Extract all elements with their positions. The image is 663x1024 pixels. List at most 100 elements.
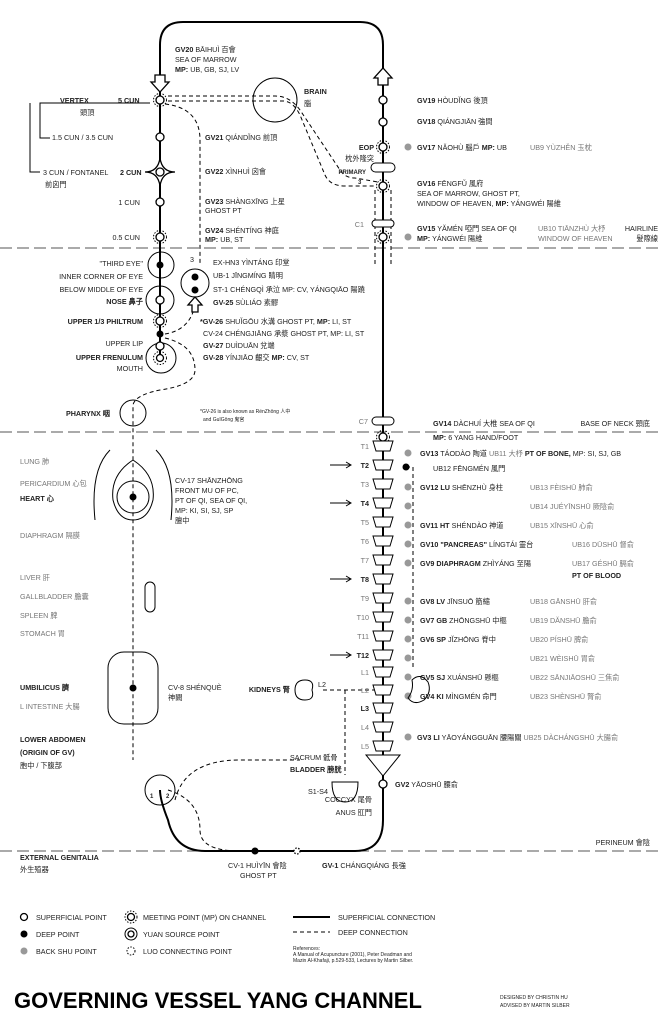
- gv13-backshu-point: [404, 449, 412, 457]
- gv19-point: [378, 95, 388, 105]
- vertebra-t12: [372, 649, 394, 661]
- vertebra-l4: [372, 721, 394, 733]
- brain-label: BRAIN: [304, 87, 327, 96]
- s1s4-label: S1-S4: [308, 787, 328, 796]
- l2-label: L2: [318, 680, 326, 689]
- backshu-point: [404, 597, 412, 605]
- gallbladder-label: GALLBLADDER 膽囊: [20, 592, 89, 601]
- deep-path-to-eye: [164, 103, 201, 265]
- vertebra-label: T5: [361, 518, 369, 527]
- path-1-label: 1: [150, 794, 154, 800]
- cun-05-label: 0.5 CUN: [112, 233, 140, 242]
- cv1-desc: GHOST PT: [240, 871, 277, 880]
- vertebra-t11: [372, 630, 394, 642]
- backshu-point: [404, 635, 412, 643]
- gv26-label: *GV-26 SHUǏGŌU 水溝 GHOST PT, MP: LI, ST: [200, 317, 352, 326]
- umbilicus-shape: [107, 651, 159, 725]
- vertebra-label: L1: [361, 668, 369, 677]
- vertebra-t1: [372, 440, 394, 452]
- pharynx-circle: [119, 399, 147, 427]
- heart-label: HEART 心: [20, 494, 55, 503]
- ub10-desc: WINDOW OF HEAVEN: [538, 234, 613, 243]
- legend-deep: DEEP POINT: [36, 930, 80, 939]
- vertebra-l3: [372, 702, 394, 714]
- backshu-point: [404, 502, 412, 510]
- backshu-point: [404, 654, 412, 662]
- third-eye-label: "THIRD EYE": [100, 259, 144, 268]
- gv25-point: [155, 295, 165, 305]
- gv14-label: GV14 DÀCHUÍ 大椎 SEA OF QI: [433, 419, 535, 428]
- gv14-point: [378, 432, 388, 442]
- gv28-point: [155, 353, 165, 363]
- kidney-left: [294, 679, 314, 701]
- gv13-label: GV13 TÁODÀO 陶道 UB11 大杼 PT OF BONE, MP: S…: [420, 449, 621, 458]
- vertebra-label: T4: [361, 499, 369, 508]
- base-neck-label: BASE OF NECK 頸底: [581, 419, 651, 428]
- hairline-label: HAIRLINE: [625, 224, 658, 233]
- gv20-mp: MP: UB, GB, SJ, LV: [175, 65, 239, 74]
- legend-superficial-icon: [19, 912, 29, 922]
- pericardium-label: PERICARDIUM 心包: [20, 479, 87, 488]
- gv20-desc: SEA OF MARROW: [175, 55, 237, 64]
- ub12-label: UB12 FĒNGMÉN 風門: [433, 464, 505, 473]
- legend-meeting-icon: [126, 912, 136, 922]
- path-3-label: 3: [358, 180, 362, 186]
- vertebra-t8: [372, 573, 394, 585]
- upper-lip-label: UPPER LIP: [105, 339, 143, 348]
- exhn3-label: EX-HN3 YÌNTÁNG 印堂: [213, 258, 290, 267]
- gv17-label: GV17 NĂOHÙ 腦戶 MP: UB: [417, 143, 507, 152]
- lower-abdomen-circle: [144, 774, 176, 806]
- gv16-point: [378, 181, 388, 191]
- footnote-line-1: *GV-26 is also known as RénZhōng 人中: [200, 408, 290, 415]
- arrow-right-icon: [330, 461, 352, 469]
- cv17-point: [129, 493, 137, 501]
- gv24-point: [155, 232, 165, 242]
- frenulum-label: UPPER FRENULUM: [76, 353, 143, 362]
- origin-gv-label: (ORIGIN OF GV): [20, 748, 75, 757]
- legend-yuan: YUAN SOURCE POINT: [143, 930, 220, 939]
- coccyx-label: COCCYX 尾骨: [325, 795, 372, 804]
- primary-label: PRIMARY: [339, 170, 366, 176]
- vertebra-l5: [372, 740, 394, 752]
- backshu-point: [404, 521, 412, 529]
- path-2-label: 2: [166, 794, 170, 800]
- heart-circle: [116, 480, 150, 514]
- lung-label: LUNG 肺: [20, 457, 49, 466]
- legend-meeting: MEETING POINT (MP) ON CHANNEL: [143, 913, 266, 922]
- legend-superficial: SUPERFICIAL POINT: [36, 913, 107, 922]
- gv14-mp: MP: 6 YANG HAND/FOOT: [433, 433, 519, 442]
- deep-path-neck: [374, 190, 392, 265]
- mouth-label: MOUTH: [117, 364, 143, 373]
- designer-credit: DESIGNED BY CHRISTIN HU: [500, 995, 568, 1001]
- cv17-mp: MP: KI, SI, SJ, SP: [175, 506, 234, 515]
- backshu-point: [404, 483, 412, 491]
- ub-point-label: UB16 DŪSHŪ 督俞: [572, 540, 634, 549]
- c1-label: C1: [355, 220, 364, 229]
- pt-of-blood-label: PT OF BLOOD: [572, 571, 621, 580]
- deep-path-bladder: [322, 689, 383, 775]
- legend-backshu-icon: [20, 947, 28, 955]
- philtrum-label: UPPER 1/3 PHILTRUM: [68, 317, 143, 326]
- gv-point-label: GV8 LV JĪNSUŌ 筋縮: [420, 597, 490, 606]
- ub-point-label: UB21 WÈISHŪ 胃俞: [530, 654, 595, 663]
- gv-point-label: GV9 DIAPHRAGM ZHÌYÁNG 至陽: [420, 559, 531, 568]
- eop-cn: 枕外隆突: [345, 154, 374, 163]
- gv16-mp: WINDOW OF HEAVEN, MP: YÁNGWÉI 陽維: [417, 199, 561, 208]
- gv24-mp: MP: UB, ST: [205, 235, 244, 244]
- vertebra-l2: [372, 684, 394, 696]
- deep-path-brain-primary: [168, 95, 379, 183]
- ub-point-label: UB18 GĀNSHŪ 肝俞: [530, 597, 597, 606]
- vertebra-t5: [372, 516, 394, 528]
- backshu-point: [404, 673, 412, 681]
- vertebra-t4: [372, 497, 394, 509]
- lower-abdomen-label: LOWER ABDOMEN: [20, 735, 86, 744]
- anus-label: ANUS 肛門: [336, 808, 372, 817]
- vertebra-label: T3: [361, 480, 369, 489]
- vertebra-label: L2: [361, 686, 369, 695]
- c7-label: C7: [359, 417, 368, 426]
- kidney-right: [407, 676, 430, 704]
- gv25-label: GV-25 SÙLIÁO 素髎: [213, 298, 278, 307]
- lintestine-label: L INTESTINE 大腸: [20, 702, 80, 711]
